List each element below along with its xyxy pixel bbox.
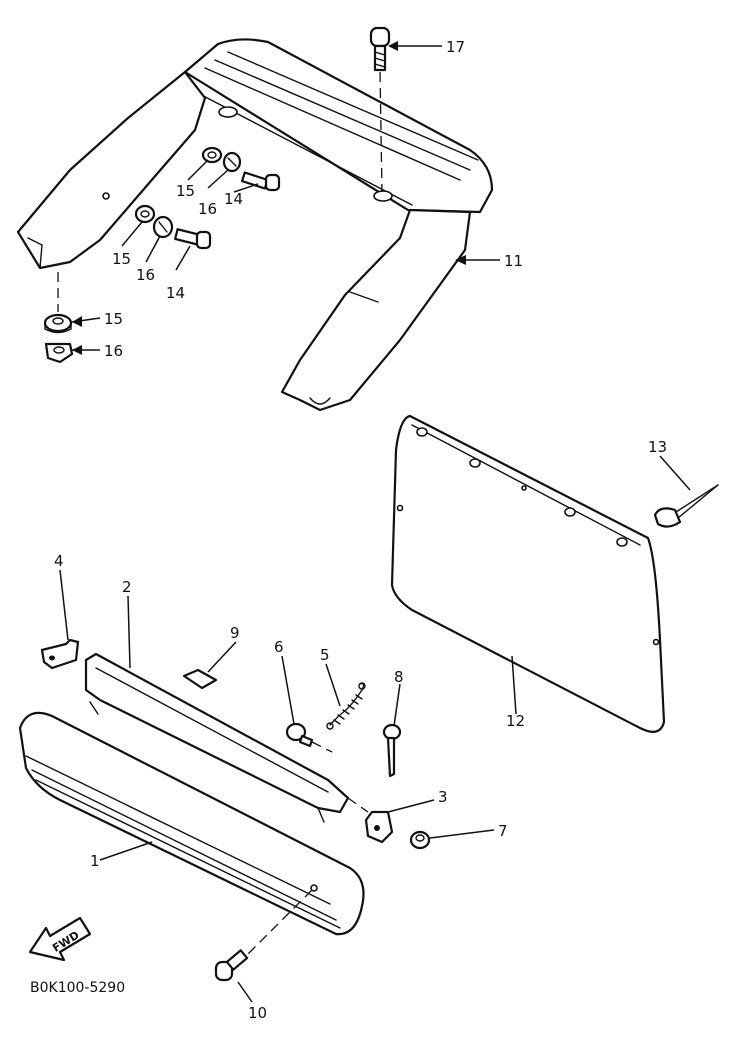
callout-14-mid: 14 (166, 284, 185, 302)
callout-3: 3 (438, 788, 448, 806)
callout-14-upper: 14 (224, 190, 243, 208)
callout-11: 11 (504, 252, 523, 270)
washer-15-lower (43, 313, 73, 334)
bolt-17 (369, 26, 391, 72)
callout-16-lower: 16 (104, 342, 123, 360)
callout-17: 17 (446, 38, 465, 56)
nut-16-upper (222, 151, 242, 173)
bolt-10 (214, 949, 249, 982)
bracket-4 (40, 638, 80, 670)
callout-6: 6 (274, 638, 284, 656)
bracket-3 (364, 810, 394, 844)
nut-16-lower (44, 342, 74, 364)
fwd-arrow-icon: FWD (28, 916, 92, 962)
label-9 (182, 668, 218, 690)
callout-12: 12 (506, 712, 525, 730)
carrier-bracket (16, 38, 494, 412)
callout-2: 2 (122, 578, 132, 596)
callout-15-upper: 15 (176, 182, 195, 200)
callout-15-lower: 15 (104, 310, 123, 328)
washer-15-upper (201, 146, 223, 164)
leader-lines (59, 41, 691, 1003)
callout-5: 5 (320, 646, 330, 664)
callout-16-upper: 16 (198, 200, 217, 218)
rivet-13 (653, 484, 719, 528)
callout-1: 1 (90, 852, 100, 870)
plate-2 (84, 652, 350, 823)
nut-7 (409, 830, 431, 850)
bolt-14-mid (174, 228, 212, 250)
washer-15-mid (134, 204, 156, 224)
callout-8: 8 (394, 668, 404, 686)
spring-5 (326, 682, 366, 730)
callout-15-mid: 15 (112, 250, 131, 268)
callout-10: 10 (248, 1004, 267, 1022)
screw-6 (285, 722, 314, 748)
trim-1 (18, 711, 365, 936)
callout-4: 4 (54, 552, 64, 570)
callout-9: 9 (230, 624, 240, 642)
drawing-code: B0K100-5290 (30, 980, 125, 996)
pin-8 (382, 723, 402, 778)
callout-16-mid: 16 (136, 266, 155, 284)
nut-16-mid (152, 215, 174, 239)
callout-numbers: 17 15 16 14 15 16 14 11 15 16 13 4 2 9 6… (54, 38, 667, 1022)
mud-flap (390, 414, 666, 733)
callout-13: 13 (648, 438, 667, 456)
callout-7: 7 (498, 822, 508, 840)
